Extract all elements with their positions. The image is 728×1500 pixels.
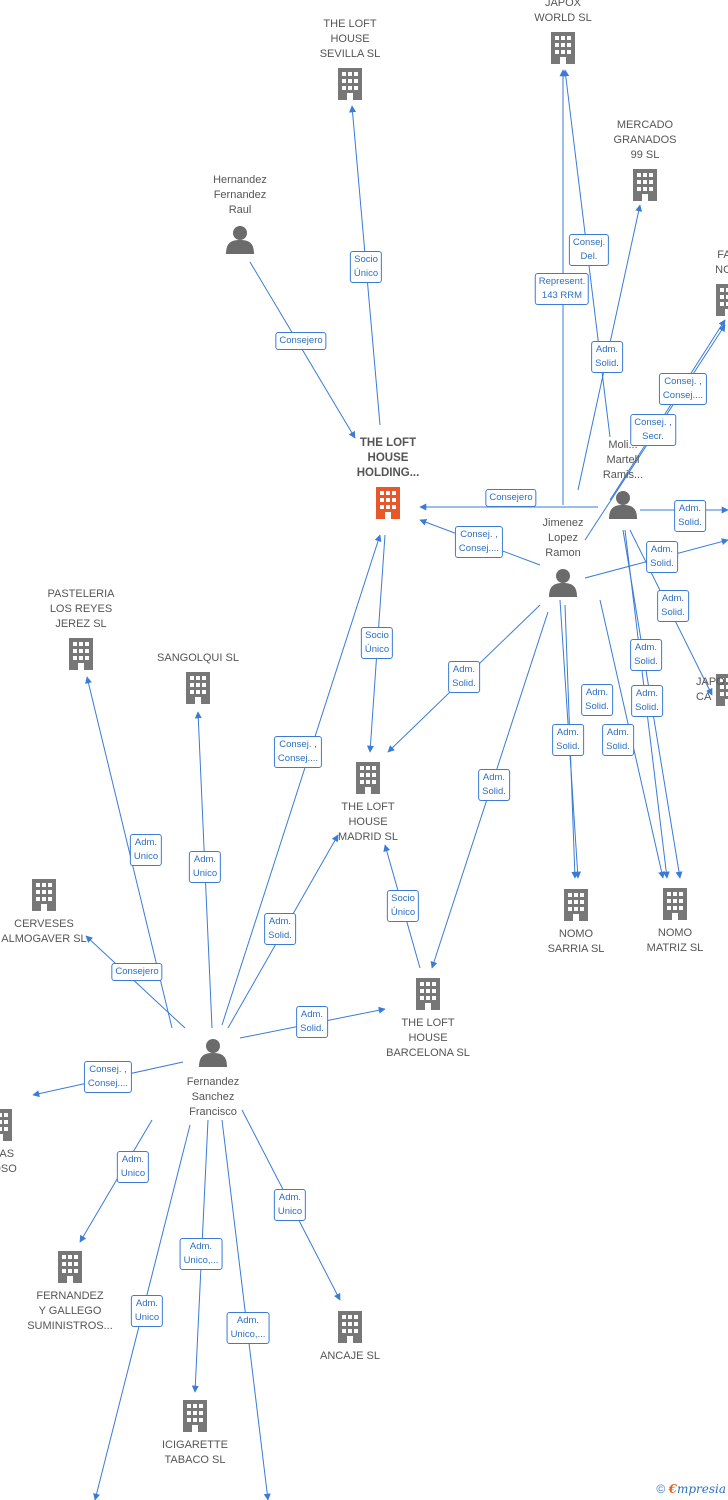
node-label-ancaje[interactable]: ANCAJE SL [320,1350,380,1362]
node-label-far-nom[interactable]: FAR NOM [715,249,728,276]
building-icon[interactable] [551,32,575,64]
building-icon[interactable] [564,889,588,921]
edge-label-e26[interactable]: Consejero [111,963,163,981]
edge-label-e18[interactable]: Adm. Solid. [552,724,584,756]
edge-label-e9[interactable]: Consej. , Consej.... [454,526,504,558]
edge-label-e6[interactable]: Consej. , Consej.... [658,373,708,405]
edge-label-e1[interactable]: Socio Único [349,251,383,283]
node-label-loft-sevilla[interactable]: THE LOFT HOUSE SEVILLA SL [319,18,381,60]
building-icon[interactable] [356,762,380,794]
edge-label-e17[interactable]: Adm. Solid. [631,685,663,717]
building-icon[interactable] [663,888,687,920]
building-icon[interactable] [32,879,56,911]
copyright-symbol: © [656,1482,666,1496]
edge-label-e22[interactable]: Adm. Unico [188,851,222,883]
edge-label-e4[interactable]: Represent. 143 RRM [534,273,590,305]
edge-line [85,935,186,1029]
building-icon[interactable] [716,284,728,316]
edges [32,69,728,1500]
edge-label-e15[interactable]: Adm. Solid. [630,639,662,671]
node-label-japox-world[interactable]: JAPOX WORLD SL [534,0,592,24]
edge-label-e12[interactable]: Adm. Solid. [657,590,689,622]
edge-label-e13[interactable]: Socio Único [360,627,394,659]
edge-label-e20[interactable]: Consej. , Consej.... [273,736,323,768]
footer: © €mpresia [656,1482,726,1496]
building-icon[interactable] [338,68,362,100]
node-label-icigarette[interactable]: ICIGARETTE TABACO SL [161,1439,228,1466]
node-label-loft-barcelona[interactable]: THE LOFT HOUSE BARCELONA SL [386,1017,470,1059]
node-label-loft-madrid[interactable]: THE LOFT HOUSE MADRID SL [338,801,398,843]
building-icon[interactable] [338,1311,362,1343]
building-icon[interactable] [0,1109,12,1141]
node-label-mercado-granados[interactable]: MERCADO GRANADOS 99 SL [613,119,677,161]
edge-label-e25[interactable]: Socio Único [386,890,420,922]
edge-label-e30[interactable]: Adm. Unico [273,1189,307,1221]
building-icon[interactable] [186,672,210,704]
edge-label-e14[interactable]: Adm. Solid. [448,661,480,693]
edge-label-e19[interactable]: Adm. Solid. [602,724,634,756]
edge-line [221,534,382,1026]
edge-label-e5[interactable]: Adm. Solid. [591,341,623,373]
node-label-hernandez[interactable]: Hernandez Fernandez Raul [213,174,267,216]
edge-label-e10[interactable]: Adm. Solid. [674,500,706,532]
edge-line [221,1119,271,1500]
edge-label-e32[interactable]: Adm. Unico [130,1295,164,1327]
edge-label-e16[interactable]: Adm. Solid. [581,684,613,716]
edge-line [609,319,726,501]
node-label-japo-ca[interactable]: JAPO CA [696,676,725,703]
node-label-fernandez-gallego[interactable]: FERNANDEZ Y GALLEGO SUMINISTROS... [27,1290,113,1332]
building-icon[interactable] [416,978,440,1010]
edge-label-e2[interactable]: Consejero [275,332,327,350]
node-label-sangolqui[interactable]: SANGOLQUI SL [157,652,239,664]
edge-label-e3[interactable]: Consej. Del. [568,234,610,266]
building-icon[interactable] [69,638,93,670]
node-label-jimenez[interactable]: Jimenez Lopez Ramon [542,517,584,559]
node-label-nomo-matriz[interactable]: NOMO MATRIZ SL [646,927,704,954]
building-icon[interactable] [183,1400,207,1432]
person-icon[interactable] [226,226,254,254]
edge-label-e33[interactable]: Adm. Unico,... [226,1312,270,1344]
person-icon[interactable] [199,1039,227,1067]
building-icon[interactable] [633,169,657,201]
edge-label-e7[interactable]: Consej. , Secr. [630,414,676,446]
node-label-cerveses[interactable]: CERVESES ALMOGAVER SL [1,918,87,945]
node-label-fernandez[interactable]: Fernandez Sanchez Francisco [186,1076,240,1118]
edge-label-e28[interactable]: Consej. , Consej.... [83,1061,133,1093]
person-icon[interactable] [549,569,577,597]
building-icon[interactable] [58,1251,82,1283]
empresia-logo[interactable]: €mpresia [668,1482,726,1496]
node-label-elas-moso[interactable]: ELAS MOSO [0,1148,17,1175]
edge-label-e31[interactable]: Adm. Unico,... [179,1238,223,1270]
node-label-nomo-sarria[interactable]: NOMO SARRIA SL [547,928,605,955]
edge-label-e23[interactable]: Adm. Solid. [264,913,296,945]
node-label-loft-holding[interactable]: THE LOFT HOUSE HOLDING... [356,437,420,479]
edge-line [79,1119,153,1243]
node-label-pasteleria[interactable]: PASTELERIA LOS REYES JEREZ SL [47,588,115,630]
edge-label-e21[interactable]: Adm. Unico [129,834,163,866]
edge-label-e27[interactable]: Adm. Solid. [296,1006,328,1038]
edge-line [249,261,356,439]
edge-label-e24[interactable]: Adm. Solid. [478,769,510,801]
edge-label-e29[interactable]: Adm. Unico [116,1151,150,1183]
building-icon[interactable] [376,487,400,519]
edge-label-e11[interactable]: Adm. Solid. [646,541,678,573]
edge-label-e8[interactable]: Consejero [485,489,537,507]
